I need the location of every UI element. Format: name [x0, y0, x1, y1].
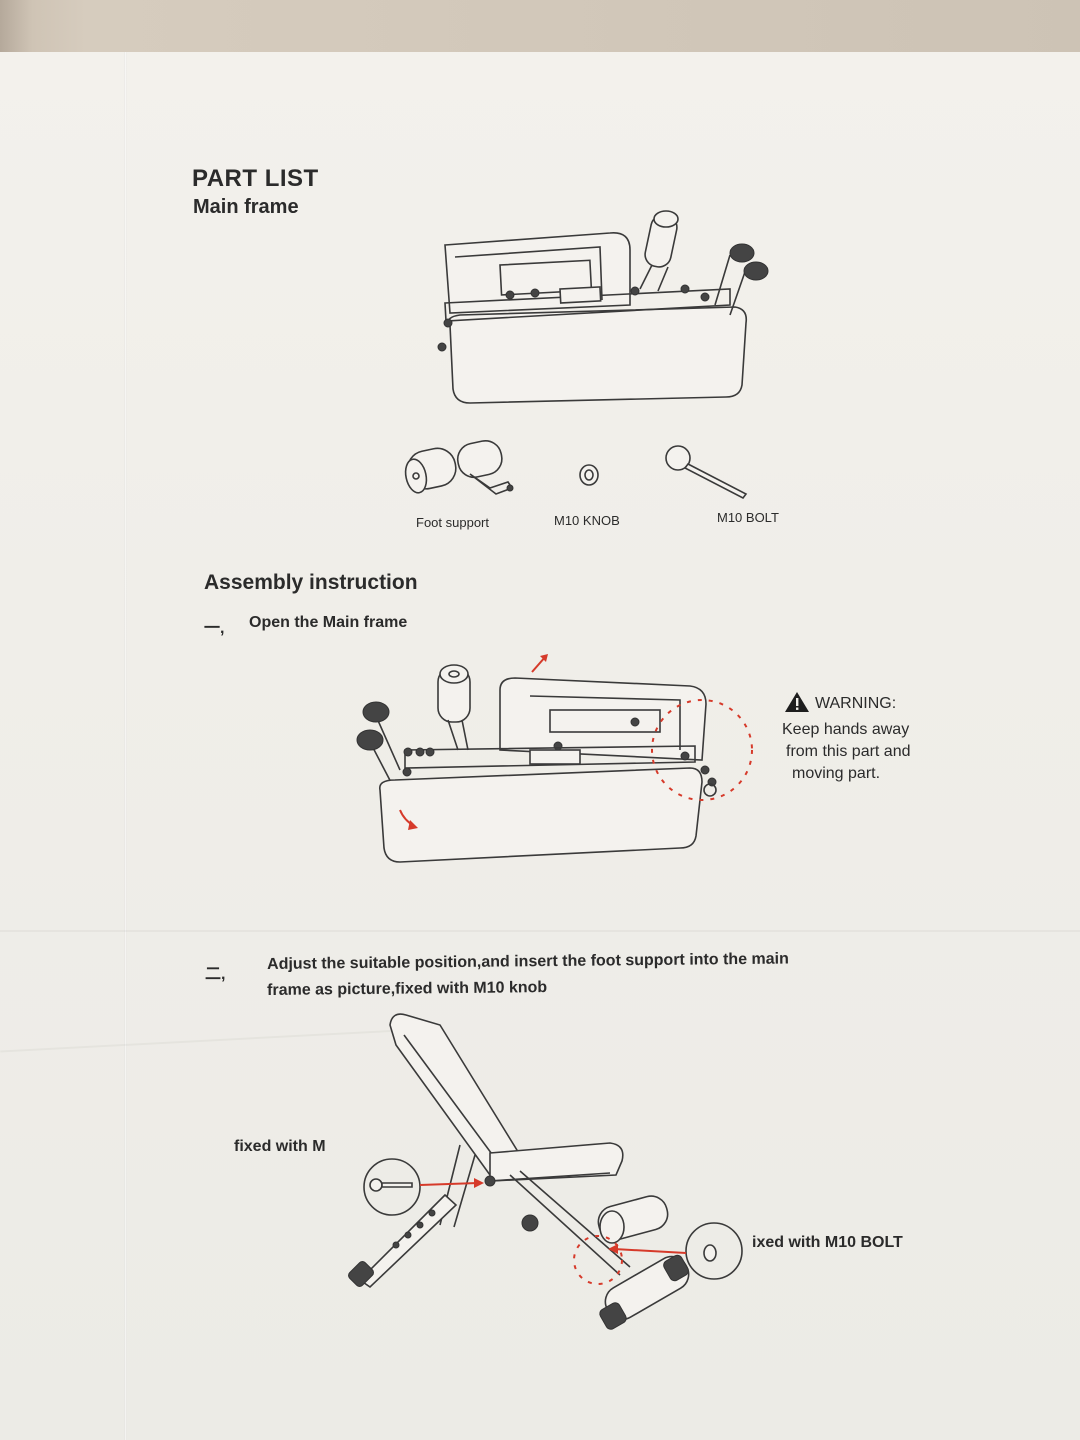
callout-fixed-with-m10-bolt: ixed with M10 BOLT: [752, 1234, 903, 1251]
foot-support-icon: [404, 439, 514, 495]
part-label-m10-knob: M10 KNOB: [554, 513, 620, 528]
warning-title: WARNING:: [815, 695, 897, 712]
warning-line-2: from this part and: [786, 743, 911, 760]
main-frame-open-figure: [356, 654, 753, 863]
part-label-foot-support: Foot support: [416, 515, 489, 530]
callout-fixed-with-m10-knob: fixed with M: [234, 1138, 326, 1155]
warning-line-1: Keep hands away: [782, 721, 910, 738]
bolt-icon: [665, 445, 748, 500]
step-2-text-line-2: frame as picture,fixed with M10 knob: [267, 979, 548, 999]
paper-fold: [124, 52, 127, 1440]
main-frame-folded-figure: [437, 210, 769, 404]
paper-crease: [0, 930, 1080, 932]
step-1-text: Open the Main frame: [249, 614, 408, 631]
bench-assembled-figure: [348, 1013, 743, 1330]
part-label-m10-bolt: M10 BOLT: [717, 510, 779, 525]
knob-icon: [579, 464, 599, 486]
part-list-title: PART LIST: [192, 165, 319, 192]
warning-icon: [785, 692, 809, 712]
main-frame-subtitle: Main frame: [193, 196, 299, 218]
warning-line-3: moving part.: [792, 765, 881, 782]
assembly-title: Assembly instruction: [204, 571, 418, 594]
step-2-marker: 二,: [205, 966, 226, 983]
step-1-marker: 一,: [204, 620, 225, 637]
